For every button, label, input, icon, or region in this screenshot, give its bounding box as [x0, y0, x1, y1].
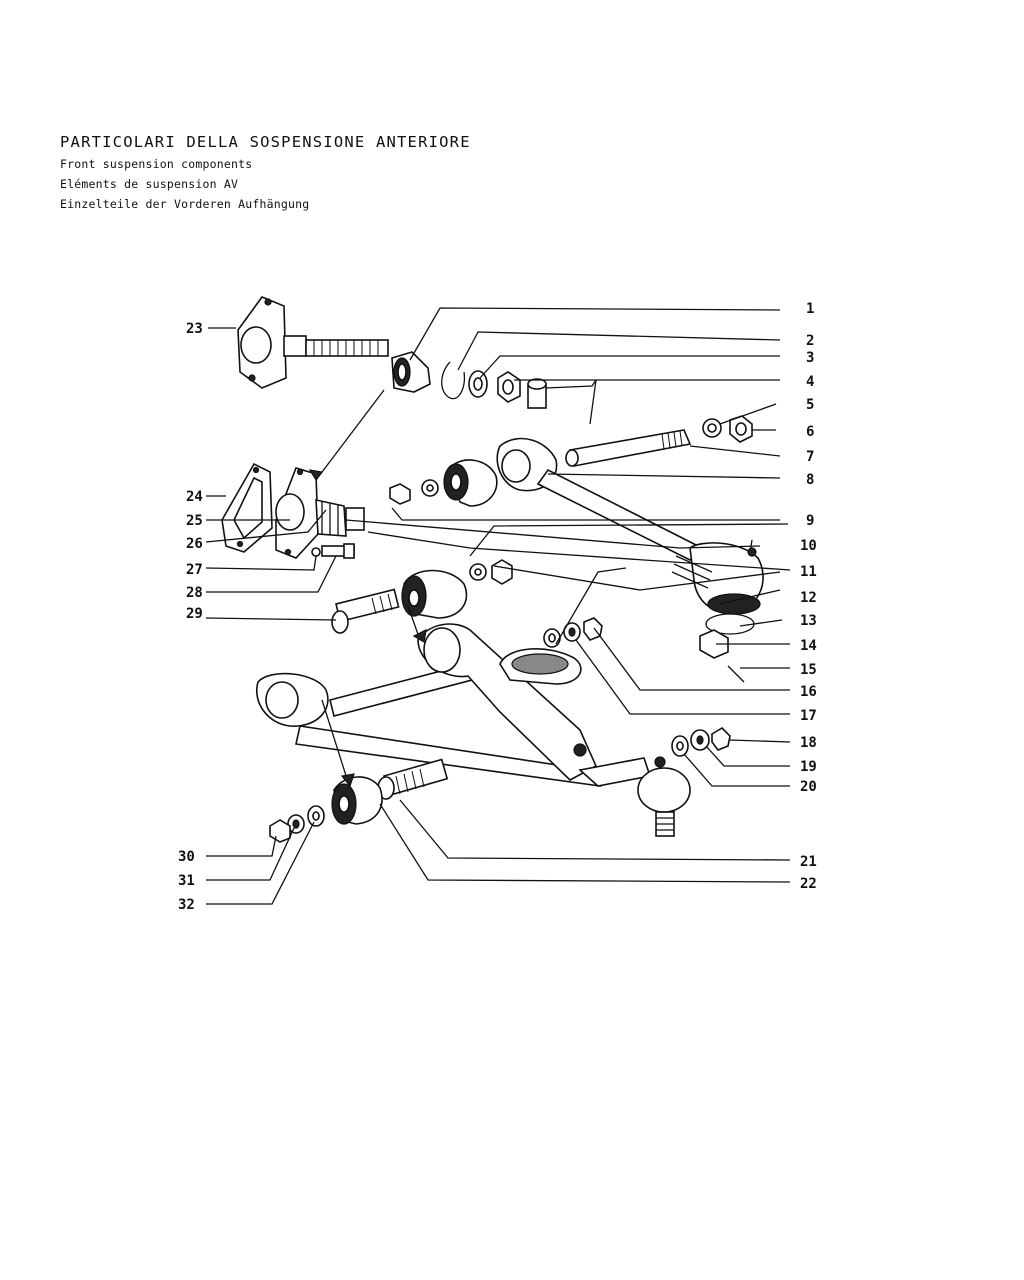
part-30-nut: [269, 819, 291, 843]
label-9: 9: [806, 513, 814, 529]
part-labels: 1 2 3 4 5 6 7 8 9 10 11 12 13 14 15 16 1…: [178, 301, 817, 913]
label-2: 2: [806, 333, 814, 349]
part-17-nut: [583, 617, 603, 641]
part-22-bushing: [331, 776, 383, 825]
part-20-washer: [671, 735, 689, 757]
part-18-nut: [711, 726, 731, 751]
part-15-split-pin: [727, 665, 745, 683]
leader-lines: [205, 307, 791, 905]
part-1-bushing: [391, 351, 431, 393]
label-31: 31: [178, 873, 195, 889]
label-10: 10: [800, 538, 817, 554]
part-29-bolt: [331, 588, 400, 634]
title-german: Einzelteile der Vorderen Aufhängung: [60, 197, 310, 211]
part-5-lockwasher: [702, 418, 722, 438]
part-24-shim: [221, 462, 273, 553]
label-19: 19: [800, 759, 817, 775]
label-21: 21: [800, 854, 817, 870]
label-30: 30: [178, 849, 195, 865]
label-11: 11: [800, 564, 817, 580]
part-19-lockwasher: [690, 729, 710, 751]
assembly-arrows: [308, 389, 427, 788]
label-5: 5: [806, 397, 814, 413]
label-27: 27: [186, 562, 203, 578]
label-6: 6: [806, 424, 814, 440]
part-2-circlip: [441, 361, 466, 400]
label-7: 7: [806, 449, 814, 465]
label-26: 26: [186, 536, 203, 552]
part-ball-joint-lower: [637, 756, 691, 837]
label-20: 20: [800, 779, 817, 795]
part-8-bushing-upper: [443, 459, 498, 507]
part-29-bushing-lower: [401, 569, 468, 619]
part-8-upper-arm: [496, 437, 764, 614]
part-4-sleeve: [527, 378, 547, 409]
label-13: 13: [800, 613, 817, 629]
part-10-lockwasher: [421, 479, 439, 497]
part-26-bump-stop: [315, 498, 365, 537]
label-18: 18: [800, 735, 817, 751]
part-28-bolt: [321, 543, 355, 559]
title-italian: PARTICOLARI DELLA SOSPENSIONE ANTERIORE: [60, 133, 471, 151]
part-6-nut: [729, 415, 753, 443]
label-8: 8: [806, 472, 814, 488]
part-27-washer: [311, 547, 321, 557]
label-1: 1: [806, 301, 814, 317]
label-23: 23: [186, 321, 203, 337]
label-12: 12: [800, 590, 817, 606]
part-21-bolt: [377, 758, 449, 800]
label-24: 24: [186, 489, 203, 505]
label-15: 15: [800, 662, 817, 678]
part-4-nut: [497, 371, 521, 403]
part-lower-arm: [255, 623, 652, 788]
part-32-washer: [307, 805, 325, 827]
part-25-flange: [275, 467, 319, 559]
part-10-washer-b: [469, 563, 487, 581]
part-16-washer: [543, 628, 561, 648]
part-14-castle-nut: [699, 629, 729, 659]
title-french: Eléments de suspension AV: [60, 177, 239, 191]
label-32: 32: [178, 897, 195, 913]
label-22: 22: [800, 876, 817, 892]
label-25: 25: [186, 513, 203, 529]
part-3-washer: [468, 370, 488, 398]
label-14: 14: [800, 638, 817, 654]
title-block: PARTICOLARI DELLA SOSPENSIONE ANTERIORE …: [60, 133, 471, 217]
part-7-pin: [565, 429, 692, 467]
label-16: 16: [800, 684, 817, 700]
part-9-nut-b: [491, 559, 513, 585]
label-17: 17: [800, 708, 817, 724]
title-english: Front suspension components: [60, 157, 253, 171]
part-17-lockwasher: [563, 622, 581, 642]
label-29: 29: [186, 606, 203, 622]
label-3: 3: [806, 350, 814, 366]
label-4: 4: [806, 374, 814, 390]
label-28: 28: [186, 585, 203, 601]
part-9-nut: [389, 483, 411, 505]
part-23-mounting-bolt: [237, 296, 389, 389]
